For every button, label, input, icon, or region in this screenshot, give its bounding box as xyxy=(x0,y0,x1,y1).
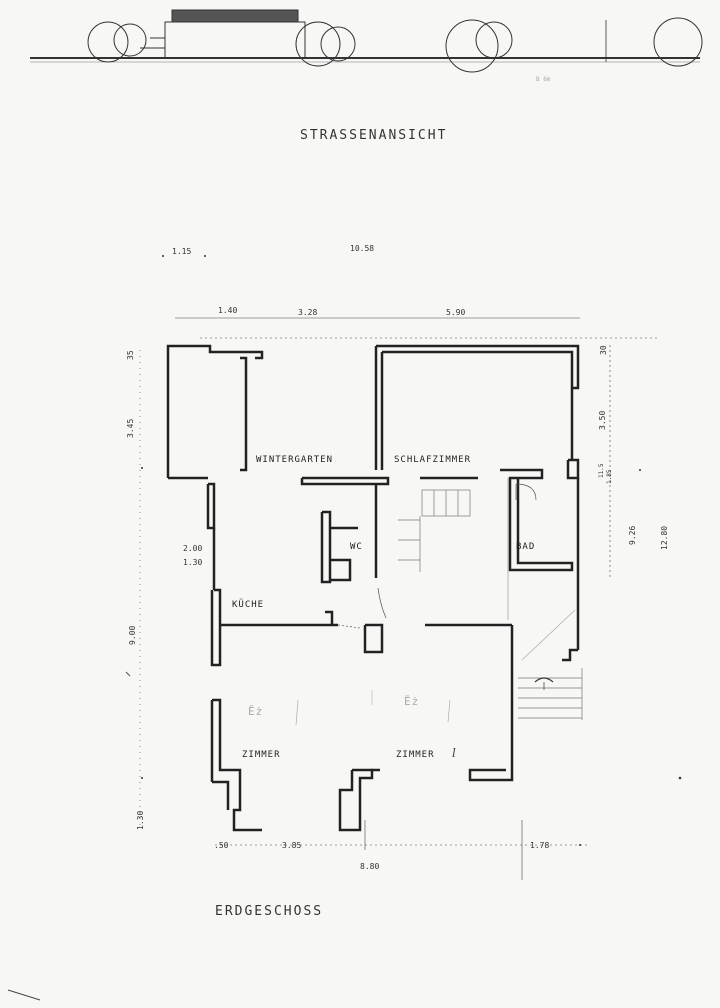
wall-wintergarten-left xyxy=(240,356,248,472)
sketch-stroke-2 xyxy=(447,699,451,723)
title-ground-floor: ERDGESCHOSS xyxy=(215,904,324,919)
dim-left-130a: 1.30 xyxy=(183,558,203,567)
room-label-schlafzimmer: SCHLAFZIMMER xyxy=(394,455,472,465)
wall-left-kueche xyxy=(210,588,222,667)
title-street-elevation: STRASSENANSICHT xyxy=(300,128,448,143)
room-label-zimmer-right: ZIMMER xyxy=(396,750,435,760)
room-label-wc: WC xyxy=(350,542,363,552)
stairs xyxy=(398,489,583,720)
wall-right-lower xyxy=(468,625,514,782)
dim-left-200: 2.00 xyxy=(183,544,203,553)
tree-2 xyxy=(113,23,147,57)
wall-kueche-stub xyxy=(325,610,334,625)
dim-top-overall: 10.58 xyxy=(350,244,375,253)
wall-right-post xyxy=(566,458,580,480)
marks xyxy=(7,255,682,1001)
wall-mid-band xyxy=(300,476,390,486)
entrance-canopy xyxy=(534,677,554,683)
wall-wc-left xyxy=(320,510,332,584)
dim-left-345: 3.45 xyxy=(126,418,135,438)
handwritten-note-left: Ēż xyxy=(248,705,264,718)
roof-band xyxy=(171,9,299,23)
mark-dot-6 xyxy=(579,844,581,846)
mark-stroke-corner xyxy=(7,989,41,1001)
wall-bay-center xyxy=(338,768,374,832)
mark-dot-4 xyxy=(141,777,143,779)
room-label-zimmer-left: ZIMMER xyxy=(242,750,281,760)
room-label-wintergarten: WINTERGARTEN xyxy=(256,455,334,465)
scale-stamp: B 6m xyxy=(536,76,551,83)
wall-left-upper xyxy=(206,482,216,530)
wall-wc-fixture xyxy=(330,558,352,582)
mark-stroke-left xyxy=(125,671,131,677)
mark-dot-7 xyxy=(639,469,641,471)
tree-5 xyxy=(445,19,499,73)
wall-bay-left xyxy=(212,780,230,810)
door-swing-hall xyxy=(377,587,387,619)
room-label-kueche: KÜCHE xyxy=(232,600,265,610)
dim-seg-1: 1.40 xyxy=(218,306,238,315)
mark-dot-5 xyxy=(678,776,682,780)
dim-left-35: 35 xyxy=(126,350,135,360)
dim-bottom-50: .50 xyxy=(214,841,229,850)
dim-right-350: 3.50 xyxy=(598,410,607,430)
mark-dot-2 xyxy=(204,255,206,257)
dim-left-130b: 1.30 xyxy=(136,810,145,830)
house-elevation xyxy=(164,21,306,59)
tree-3 xyxy=(295,21,341,67)
tree-6 xyxy=(475,21,513,59)
door-leaf-kueche xyxy=(337,624,361,629)
mark-dot-3 xyxy=(141,467,143,469)
room-label-bad: BAD xyxy=(516,542,536,552)
walls xyxy=(166,344,580,832)
doors xyxy=(295,478,576,726)
dim-right-185: 1.85 xyxy=(606,469,613,484)
wall-left-lower xyxy=(212,698,262,832)
dim-right-115: 11.5 xyxy=(598,463,605,478)
dim-left-900: 9.00 xyxy=(128,625,137,645)
mark-dot-1 xyxy=(162,255,164,257)
wall-bad-box xyxy=(500,468,574,572)
dim-seg-3: 5.90 xyxy=(446,308,466,317)
hallway-line xyxy=(521,609,576,661)
dim-bottom-880: 8.80 xyxy=(360,862,380,871)
dim-right-926: 9.26 xyxy=(628,525,637,545)
door-swing-bad xyxy=(515,483,537,501)
street-elevation xyxy=(30,9,703,73)
tree-1 xyxy=(87,21,129,63)
dim-right-1280: 12.80 xyxy=(660,525,669,550)
dim-right-30: 30 xyxy=(599,345,608,355)
dim-seg-2: 3.28 xyxy=(298,308,318,317)
tree-7 xyxy=(653,17,703,67)
handwritten-note-right: Ēż xyxy=(404,695,420,708)
wall-right-step xyxy=(562,648,578,662)
dim-top-left-offset: 1.15 xyxy=(172,247,192,256)
dimension-lines xyxy=(139,317,660,880)
wall-top-right xyxy=(376,344,580,390)
wall-center-column xyxy=(363,623,384,654)
dim-bottom-178: 1.78 xyxy=(530,841,550,850)
handwritten-mark-zimmer: l xyxy=(452,746,457,760)
sketch-stroke-1 xyxy=(295,699,299,726)
tree-4 xyxy=(320,26,356,62)
wall-top-left-room xyxy=(166,344,264,478)
dim-bottom-385: 3.85 xyxy=(282,841,302,850)
